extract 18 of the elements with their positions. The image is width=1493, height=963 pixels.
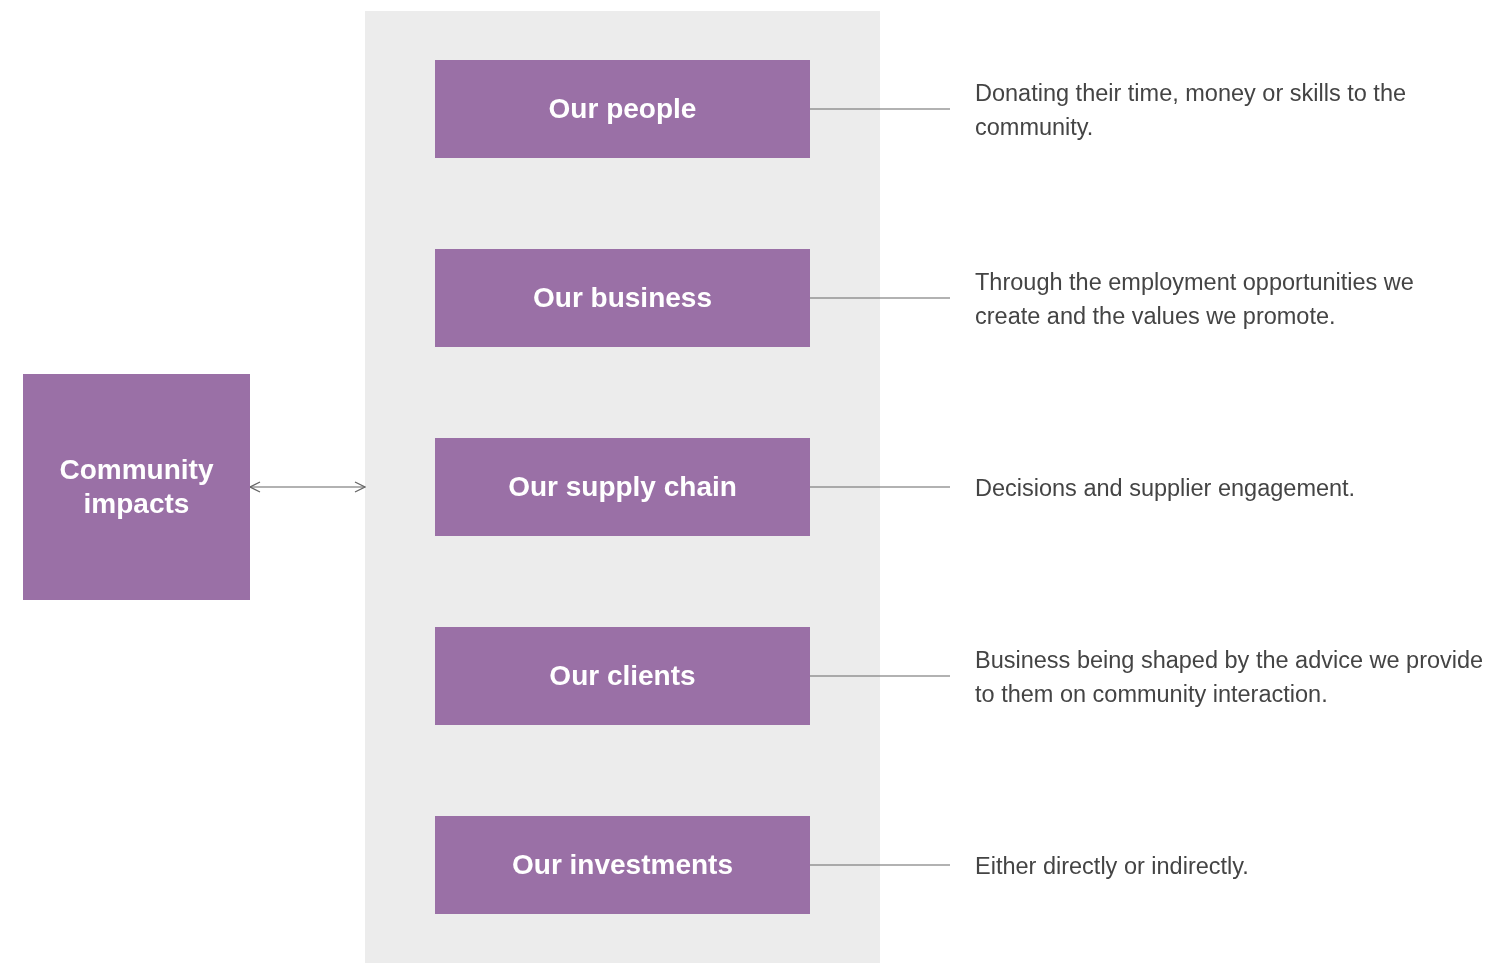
connector-line [809, 108, 951, 110]
description-text: Business being shaped by the advice we provide to them on community interaction. [975, 642, 1485, 712]
connector-line [809, 297, 951, 299]
source-box: Our business [435, 249, 810, 347]
description-text: Decisions and supplier engagement. [975, 470, 1475, 506]
connector-line [809, 486, 951, 488]
source-box: Our investments [435, 816, 810, 914]
description-text: Donating their time, money or skills to the community. [975, 75, 1475, 145]
category-box: Community impacts [23, 374, 250, 600]
connector-line [809, 864, 951, 866]
connector-line [809, 675, 951, 677]
source-box: Our clients [435, 627, 810, 725]
source-box: Our supply chain [435, 438, 810, 536]
panel-background [365, 11, 880, 963]
description-text: Either directly or indirectly. [975, 848, 1475, 884]
description-text: Through the employment opportunities we create and the values we promote. [975, 264, 1475, 334]
double-arrow [249, 481, 366, 493]
source-box: Our people [435, 60, 810, 158]
